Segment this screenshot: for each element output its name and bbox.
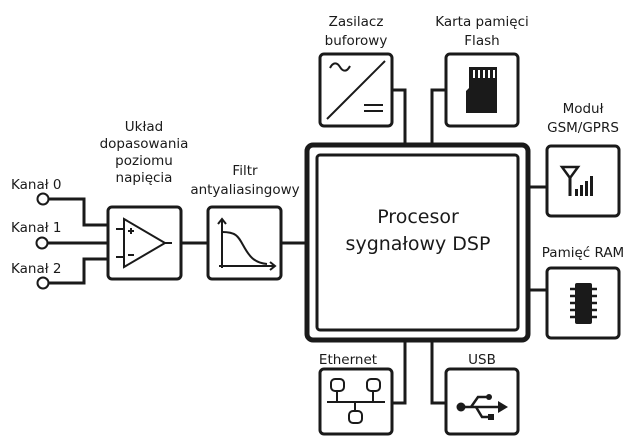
network-icon <box>327 378 385 424</box>
amplifier-block: Układ dopasowania poziomu napięcia <box>100 119 189 281</box>
ethernet-block: Ethernet <box>318 352 394 436</box>
op-amp-icon <box>116 217 172 269</box>
channel-1-terminal <box>35 236 49 250</box>
gsm-box <box>545 144 621 218</box>
usb-block: USB <box>444 352 520 436</box>
channel-0-label: Kanał 0 <box>11 177 61 193</box>
power-supply-block: Zasilacz buforowy <box>318 14 394 128</box>
wire-power-dsp <box>392 88 407 145</box>
antenna-signal-icon <box>559 165 593 196</box>
ram-block: Pamięć RAM <box>542 245 624 340</box>
dsp-label-line-2: sygnałowy DSP <box>346 233 491 255</box>
wire-dsp-usb <box>430 340 446 405</box>
usb-icon <box>456 394 508 420</box>
usb-box <box>444 367 520 436</box>
channel-0-terminal <box>36 192 50 206</box>
channel-1-label: Kanał 1 <box>11 220 61 236</box>
ac-dc-converter-icon <box>326 60 386 120</box>
ethernet-label: Ethernet <box>319 352 377 368</box>
dsp-inner-box <box>315 153 520 332</box>
power-supply-label-line-2: buforowy <box>325 33 388 49</box>
dsp-block: Procesor sygnałowy DSP <box>304 142 531 343</box>
power-supply-label-line-1: Zasilacz <box>329 14 384 30</box>
wire-dsp-ethernet <box>392 340 407 405</box>
flash-card-block: Karta pamięci Flash <box>435 14 529 128</box>
channel-2-label: Kanał 2 <box>11 261 61 277</box>
filter-block: Filtr antyaliasingowy <box>190 163 300 281</box>
amplifier-label-line-3: poziomu <box>115 153 173 169</box>
flash-label-line-1: Karta pamięci <box>435 14 529 30</box>
filter-label-line-2: antyaliasingowy <box>190 182 299 198</box>
wire-flash-dsp <box>430 88 446 145</box>
ram-label: Pamięć RAM <box>542 245 624 261</box>
usb-label: USB <box>468 352 496 368</box>
channel-2-terminal <box>36 276 50 290</box>
memory-chip-icon <box>570 283 597 324</box>
wire-channel-2 <box>49 257 108 285</box>
channel-inputs: Kanał 0 Kanał 1 Kanał 2 <box>11 177 61 290</box>
dsp-label-line-1: Procesor <box>377 206 459 228</box>
flash-label-line-2: Flash <box>464 33 499 49</box>
dsp-outer-box <box>304 142 531 343</box>
lowpass-filter-icon <box>217 217 277 271</box>
gsm-label-line-1: Moduł <box>563 101 604 117</box>
amplifier-label-line-1: Układ <box>125 119 163 135</box>
filter-box <box>206 205 283 281</box>
sd-card-icon <box>466 67 497 113</box>
filter-label-line-1: Filtr <box>232 163 258 179</box>
gsm-module-block: Moduł GSM/GPRS <box>545 101 621 218</box>
wire-channel-0 <box>49 197 108 227</box>
amplifier-label-line-2: dopasowania <box>100 136 189 152</box>
amplifier-box <box>106 205 183 281</box>
connection-wires <box>48 88 547 405</box>
amplifier-label-line-4: napięcia <box>116 170 173 186</box>
gsm-label-line-2: GSM/GPRS <box>547 120 619 136</box>
